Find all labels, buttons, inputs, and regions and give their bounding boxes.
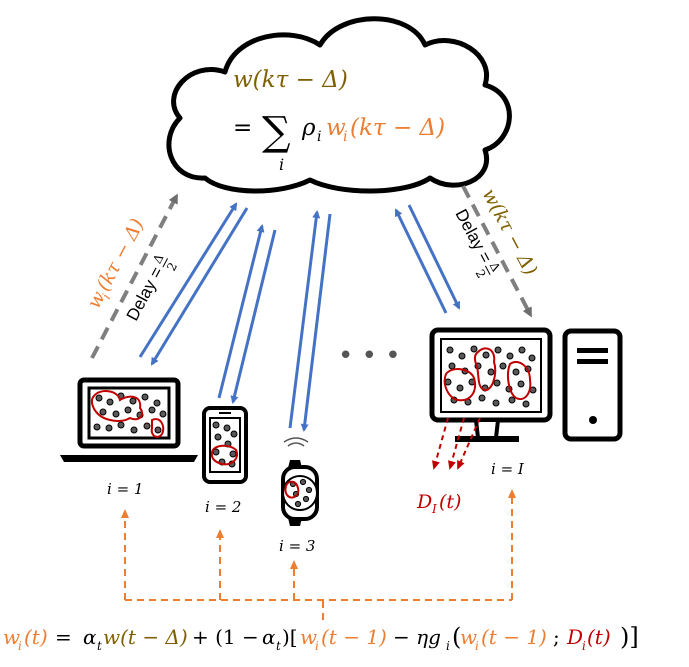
svg-text:w: w bbox=[3, 625, 20, 649]
svg-text:w: w bbox=[300, 625, 317, 649]
local-update-rule: w i (t) = α t w(t − Δ) + (1 − α t )[ w i… bbox=[3, 623, 639, 653]
downlink-dashed-arrow-right bbox=[461, 185, 532, 318]
client-label-1: i = 1 bbox=[107, 480, 143, 498]
cloud-server: w(kτ − Δ) = ∑ i ρ i w i (kτ − Δ) bbox=[166, 16, 512, 194]
svg-text:2: 2 bbox=[473, 267, 489, 280]
svg-text:(kτ − Δ): (kτ − Δ) bbox=[350, 115, 445, 141]
svg-text:=: = bbox=[233, 115, 252, 141]
svg-text:i: i bbox=[99, 291, 113, 301]
communication-links bbox=[138, 202, 461, 432]
svg-text:Delay =: Delay = bbox=[123, 264, 167, 324]
client-label-3: i = 3 bbox=[279, 537, 315, 555]
left-delay-label: Delay = Δ 2 bbox=[123, 251, 180, 324]
dataset-label: D I (t) bbox=[416, 491, 461, 516]
aggregation-equation: = ∑ i ρ i w i (kτ − Δ) bbox=[233, 109, 445, 174]
link-client-1 bbox=[138, 202, 249, 366]
svg-text:i: i bbox=[446, 639, 450, 653]
svg-text:I: I bbox=[431, 502, 437, 516]
svg-text:w: w bbox=[460, 625, 477, 649]
desktop-local-dataset-2 bbox=[473, 347, 497, 392]
svg-text:i: i bbox=[315, 639, 319, 653]
phone-device bbox=[202, 406, 248, 484]
more-clients-ellipsis: • • • bbox=[338, 341, 401, 371]
link-client-I bbox=[394, 204, 461, 314]
desktop-local-dataset-1 bbox=[443, 368, 476, 402]
svg-text:w: w bbox=[326, 115, 346, 141]
smartwatch-device bbox=[281, 437, 319, 526]
svg-text:2: 2 bbox=[164, 260, 180, 273]
svg-text:α: α bbox=[83, 625, 97, 649]
sum-symbol: ∑ bbox=[262, 109, 291, 155]
svg-text:t: t bbox=[276, 639, 281, 653]
laptop-device bbox=[60, 377, 198, 462]
link-client-3 bbox=[288, 210, 332, 432]
svg-text:(t): (t) bbox=[587, 625, 611, 649]
update-rule-arrows bbox=[121, 489, 516, 620]
svg-text:(: ( bbox=[452, 623, 461, 651]
client-label-2: i = 2 bbox=[205, 498, 241, 516]
svg-text:i: i bbox=[475, 639, 479, 653]
svg-text:i: i bbox=[18, 639, 22, 653]
cloud-shape bbox=[166, 16, 512, 194]
svg-text:(t): (t) bbox=[24, 625, 48, 649]
svg-text:t: t bbox=[97, 639, 102, 653]
link-client-2 bbox=[217, 224, 277, 404]
desktop-data-points bbox=[444, 345, 537, 408]
desktop-local-dataset-3 bbox=[507, 361, 532, 400]
laptop-data-points bbox=[93, 392, 167, 434]
global-model-expression: w(kτ − Δ) bbox=[233, 67, 348, 93]
svg-text:− ηg: − ηg bbox=[393, 625, 441, 649]
svg-text:+ (1 −: + (1 − bbox=[192, 625, 259, 649]
svg-text:D: D bbox=[566, 625, 583, 649]
laptop-local-dataset bbox=[90, 390, 144, 422]
uplink-dashed-arrow-left bbox=[90, 193, 178, 359]
svg-text:i: i bbox=[317, 129, 321, 145]
svg-text:;: ; bbox=[553, 625, 560, 649]
svg-text:)]: )] bbox=[620, 623, 639, 651]
svg-text:D: D bbox=[416, 491, 432, 513]
svg-text:(t): (t) bbox=[439, 491, 461, 513]
desktop-device bbox=[429, 327, 553, 470]
desktop-tower bbox=[562, 328, 623, 442]
watch-local-dataset bbox=[284, 480, 300, 499]
svg-text:(t − 1): (t − 1) bbox=[321, 625, 387, 649]
svg-text:i: i bbox=[343, 129, 347, 145]
svg-text:ρ: ρ bbox=[301, 115, 316, 141]
svg-text:(t − 1): (t − 1) bbox=[481, 625, 547, 649]
svg-text:=: = bbox=[55, 625, 72, 649]
svg-text:)[: )[ bbox=[282, 625, 298, 649]
svg-text:i: i bbox=[582, 639, 586, 653]
svg-text:i: i bbox=[279, 155, 284, 174]
svg-text:w(t − Δ): w(t − Δ) bbox=[103, 625, 188, 649]
phone-local-dataset bbox=[210, 444, 238, 466]
svg-text:α: α bbox=[262, 625, 276, 649]
client-label-I: i = I bbox=[491, 460, 525, 478]
